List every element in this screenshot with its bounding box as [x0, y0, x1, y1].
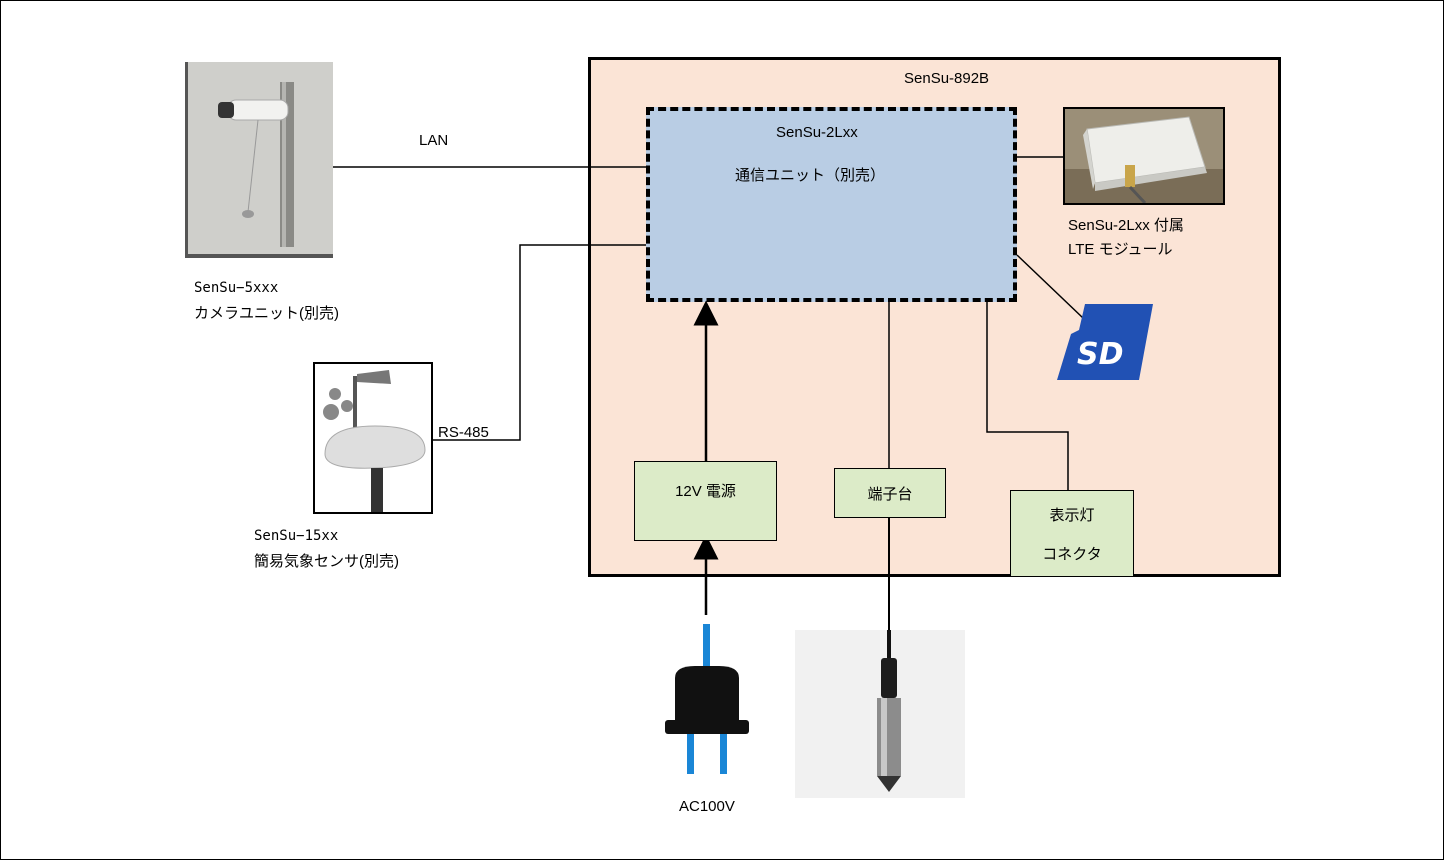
indicator-label-2: コネクタ [1042, 545, 1102, 563]
camera-photo [185, 62, 333, 258]
comm-unit-model: SenSu-2Lxx [776, 124, 858, 141]
ac-plug-icon [665, 624, 749, 774]
weather-sensor-image [323, 370, 426, 512]
rs485-line [433, 244, 646, 441]
terminal-block-box: 端子台 [834, 468, 946, 518]
sd-card-label: SD [1077, 337, 1124, 372]
water-level-sensor-image [795, 630, 965, 798]
power-supply-label: 12V 電源 [675, 482, 736, 500]
lte-module-photo [1063, 107, 1225, 205]
weather-label-2: 簡易気象センサ(別売) [254, 553, 399, 570]
rs485-label: RS-485 [438, 424, 489, 441]
sd-card-icon: SD [1057, 304, 1153, 380]
weather-sensor-photo [313, 362, 433, 514]
camera-label-2: カメラユニット(別売) [194, 305, 339, 322]
indicator-label-1: 表示灯 [1049, 506, 1095, 524]
terminal-block-label: 端子台 [867, 485, 913, 503]
comm-unit-box [646, 107, 1017, 302]
lte-module-label-2: LTE モジュール [1068, 241, 1173, 258]
water-level-sensor-photo [795, 630, 965, 798]
indicator-line [986, 302, 1069, 490]
lte-module-label-1: SenSu-2Lxx 付属 [1068, 217, 1184, 234]
comm-unit-name: 通信ユニット（別売） [735, 167, 886, 184]
sd-line [1016, 254, 1084, 319]
lan-label: LAN [419, 132, 449, 149]
power-supply-box: 12V 電源 [634, 461, 777, 541]
lte-module-image [1065, 109, 1223, 205]
camera-label-1: SenSu−5xxx [194, 280, 279, 296]
camera-image [188, 62, 333, 254]
indicator-connector-box: 表示灯 コネクタ [1010, 490, 1134, 577]
ac-plug-label: AC100V [679, 798, 735, 815]
weather-label-1: SenSu−15xx [254, 528, 339, 544]
main-box-title: SenSu-892B [904, 70, 990, 87]
